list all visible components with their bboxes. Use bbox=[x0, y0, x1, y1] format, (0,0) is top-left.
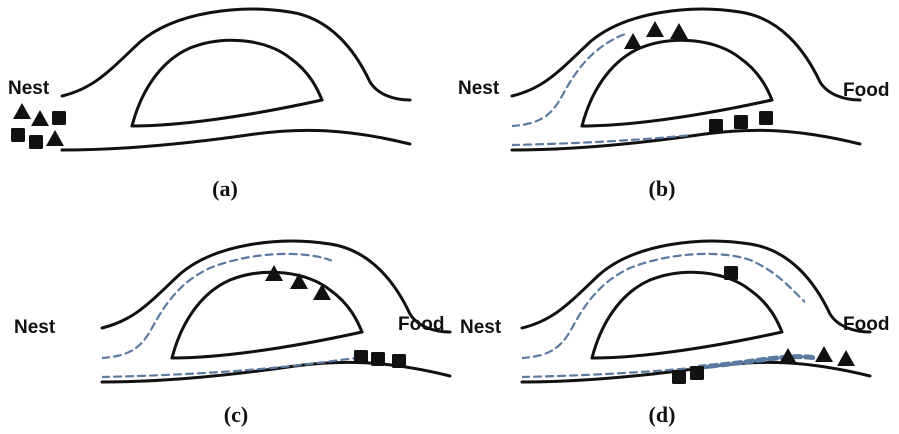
outer-wall-top bbox=[62, 9, 410, 100]
nest-label: Nest bbox=[8, 78, 50, 99]
inner-wall-top bbox=[582, 40, 772, 126]
pheromone-trail bbox=[102, 357, 395, 377]
ant-square-icon bbox=[354, 350, 368, 364]
ant-square-icon bbox=[371, 352, 385, 366]
ant-square-icon bbox=[52, 111, 66, 125]
ant-square-icon bbox=[709, 119, 723, 133]
outer-wall-top bbox=[522, 241, 870, 332]
ant-triangle-icon bbox=[646, 21, 664, 37]
ant-triangle-icon bbox=[13, 103, 31, 119]
ant-square-icon bbox=[690, 366, 704, 380]
nest-label: Nest bbox=[458, 78, 500, 99]
food-label: Food bbox=[398, 314, 444, 335]
inner-wall-top bbox=[132, 40, 322, 126]
food-label: Food bbox=[843, 314, 889, 335]
ant-square-icon bbox=[29, 135, 43, 149]
outer-wall-bottom bbox=[512, 130, 860, 150]
ant-triangle-icon bbox=[815, 346, 833, 362]
ant-square-icon bbox=[672, 370, 686, 384]
ant-square-icon bbox=[759, 111, 773, 125]
outer-wall-bottom bbox=[62, 130, 410, 150]
panel-a bbox=[62, 9, 410, 150]
pheromone-trail bbox=[512, 125, 805, 145]
ant-square-icon bbox=[11, 128, 25, 142]
panel-caption: (b) bbox=[649, 176, 676, 201]
panel-b bbox=[512, 9, 860, 150]
ant-triangle-icon bbox=[31, 110, 49, 126]
inner-wall-bottom bbox=[172, 332, 362, 358]
panel-caption: (a) bbox=[212, 176, 238, 201]
outer-wall-top bbox=[512, 9, 860, 100]
inner-wall-bottom bbox=[132, 100, 322, 126]
ant-triangle-icon bbox=[46, 130, 64, 146]
ant-triangle-icon bbox=[670, 23, 688, 39]
inner-wall-top bbox=[172, 272, 362, 358]
ant-triangle-icon bbox=[313, 284, 331, 300]
ant-triangle-icon bbox=[624, 33, 642, 49]
inner-wall-bottom bbox=[592, 332, 782, 358]
ant-square-icon bbox=[734, 115, 748, 129]
ant-square-icon bbox=[724, 266, 738, 280]
pheromone-trail-strong bbox=[522, 357, 815, 377]
nest-label: Nest bbox=[460, 317, 502, 338]
ant-triangle-icon bbox=[837, 350, 855, 366]
panel-caption: (d) bbox=[649, 402, 676, 427]
ant-square-icon bbox=[392, 354, 406, 368]
nest-label: Nest bbox=[14, 317, 56, 338]
panel-caption: (c) bbox=[224, 402, 248, 427]
food-label: Food bbox=[843, 80, 889, 101]
inner-wall-top bbox=[592, 272, 782, 358]
